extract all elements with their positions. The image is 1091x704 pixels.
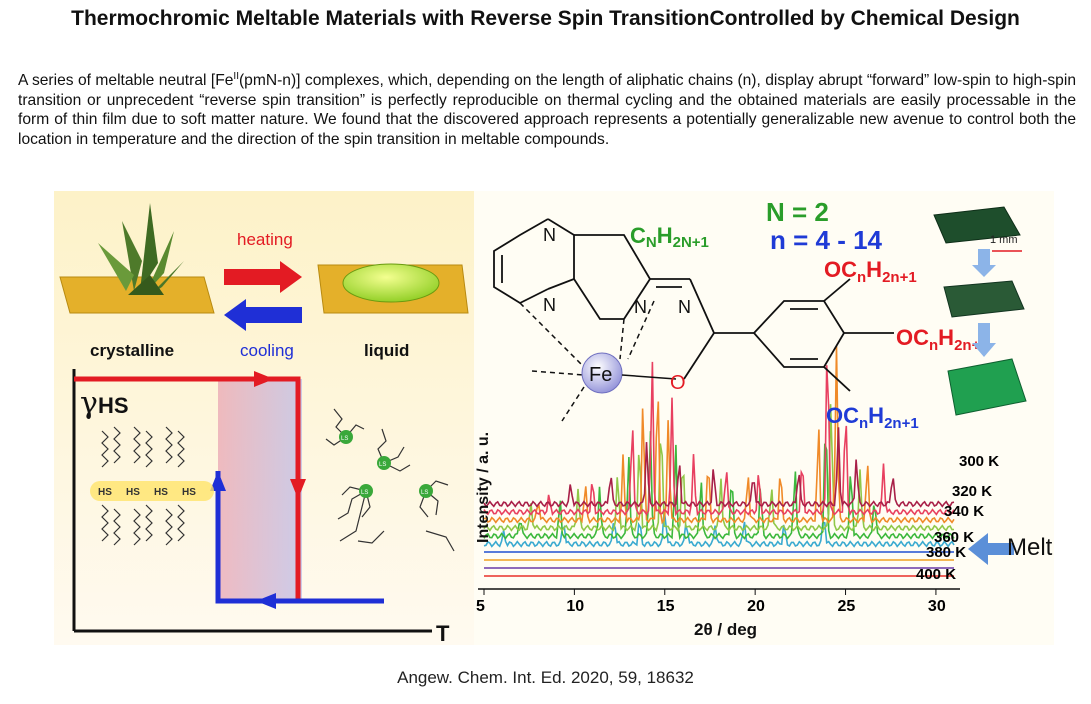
n-equals-2-label: N = 2 bbox=[766, 197, 829, 227]
n-atom-3: N bbox=[634, 297, 647, 317]
molecule-dashes bbox=[519, 300, 655, 422]
down-arrow-1 bbox=[972, 249, 996, 277]
heating-curve-arrow-down bbox=[290, 479, 306, 499]
heating-curve-arrow-right bbox=[254, 371, 274, 387]
graphical-abstract-figure: heating crystalline cooling liquid γHS T bbox=[54, 191, 1054, 645]
oc-chain-1: OCnH2n+1 bbox=[824, 257, 917, 286]
cooling-label: cooling bbox=[240, 341, 294, 360]
xrd-tick-label-30: 30 bbox=[928, 598, 946, 615]
right-panel-bg bbox=[474, 191, 1054, 645]
ls-label-3: LS bbox=[361, 490, 368, 496]
o-atom-label: O bbox=[670, 372, 686, 394]
hs-label-4: HS bbox=[182, 487, 196, 498]
ls-molecules: LS LS LS LS bbox=[325, 408, 455, 552]
heating-label: heating bbox=[237, 230, 293, 249]
xrd-ticks: 5 10 15 20 25 30 bbox=[476, 589, 946, 615]
figure-svg: heating crystalline cooling liquid γHS T bbox=[54, 191, 1054, 645]
citation: Angew. Chem. Int. Ed. 2020, 59, 18632 bbox=[397, 668, 694, 687]
melt-label: Melt bbox=[1007, 534, 1053, 561]
fe-o-bond bbox=[621, 374, 677, 380]
abstract-part2: (pmN-n)] complexes, which, depending on … bbox=[18, 72, 1076, 148]
xrd-temp-label-5: 400 K bbox=[916, 566, 956, 583]
xrd-tick-label-25: 25 bbox=[838, 598, 856, 615]
fe-atom bbox=[581, 352, 623, 394]
crystal-photo-2 bbox=[943, 280, 1025, 318]
xrd-tick-label-20: 20 bbox=[747, 598, 765, 615]
xrd-temp-label-3: 360 K bbox=[934, 529, 974, 546]
heating-curve bbox=[74, 376, 301, 601]
xrd-temp-label-4: 380 K bbox=[926, 544, 966, 561]
xrd-series-8 bbox=[483, 361, 955, 517]
cooling-curve-arrow-left bbox=[256, 593, 276, 609]
n-range-label: n = 4 - 14 bbox=[770, 225, 883, 255]
n-atom-4: N bbox=[678, 297, 691, 317]
hs-label-2: HS bbox=[126, 487, 140, 498]
crystal-photo-3 bbox=[947, 358, 1027, 416]
xrd-temp-label-2: 340 K bbox=[944, 503, 984, 520]
page-title: Thermochromic Meltable Materials with Re… bbox=[71, 7, 1020, 30]
ls-label-4: LS bbox=[421, 490, 428, 496]
crystalline-label: crystalline bbox=[90, 341, 174, 360]
xrd-y-label: Intensity / a. u. bbox=[475, 432, 492, 543]
xrd-series-6 bbox=[483, 404, 955, 533]
liquid-label: liquid bbox=[364, 341, 409, 360]
abstract: A series of meltable neutral [FeII(pmN-n… bbox=[18, 71, 1076, 149]
cooling-curve bbox=[215, 471, 384, 604]
chain-main-label: CNH2N+1 bbox=[630, 223, 709, 251]
ls-label-1: LS bbox=[341, 436, 348, 442]
hysteresis-area bbox=[218, 379, 302, 601]
gamma-hs-label: γHS bbox=[80, 386, 129, 421]
xrd-tick-label-10: 10 bbox=[566, 598, 584, 615]
xrd-temp-label-1: 320 K bbox=[952, 483, 992, 500]
cooling-arrow bbox=[224, 299, 302, 331]
hs-chain-illustration bbox=[101, 426, 185, 546]
xrd-x-label: 2θ / deg bbox=[694, 620, 757, 639]
abstract-superscript: II bbox=[233, 70, 239, 82]
melt-arrow-icon bbox=[968, 533, 1014, 565]
cooling-curve-arrow-up bbox=[210, 471, 226, 491]
scale-bar-label: 1 mm bbox=[990, 234, 1018, 246]
hs-label-1: HS bbox=[98, 487, 112, 498]
xrd-series-5 bbox=[483, 431, 955, 541]
xrd-tick-label-5: 5 bbox=[476, 598, 485, 615]
n-atom-1: N bbox=[543, 225, 556, 245]
hs-badges: HS HS HS HS bbox=[90, 481, 214, 501]
down-arrow-2 bbox=[972, 323, 996, 357]
xrd-series-9 bbox=[483, 427, 955, 508]
n-atom-2: N bbox=[543, 295, 556, 315]
crystal-icon bbox=[98, 203, 184, 295]
ls-label-2: LS bbox=[379, 462, 386, 468]
xrd-temp-label-0: 300 K bbox=[959, 453, 999, 470]
molecule-structure bbox=[493, 218, 894, 392]
abstract-part1: A series of meltable neutral [Fe bbox=[18, 72, 234, 89]
t-axis-label: T bbox=[436, 621, 450, 645]
fe-label: Fe bbox=[589, 364, 612, 386]
oc-chain-3: OCnH2n+1 bbox=[826, 403, 919, 432]
xrd-tick-label-15: 15 bbox=[657, 598, 675, 615]
xrd-chart bbox=[483, 346, 955, 577]
liquid-drop bbox=[342, 263, 440, 303]
heating-arrow bbox=[224, 261, 302, 293]
crystal-photo-1 bbox=[933, 206, 1021, 244]
hs-label-3: HS bbox=[154, 487, 168, 498]
xrd-series-7 bbox=[484, 346, 955, 525]
